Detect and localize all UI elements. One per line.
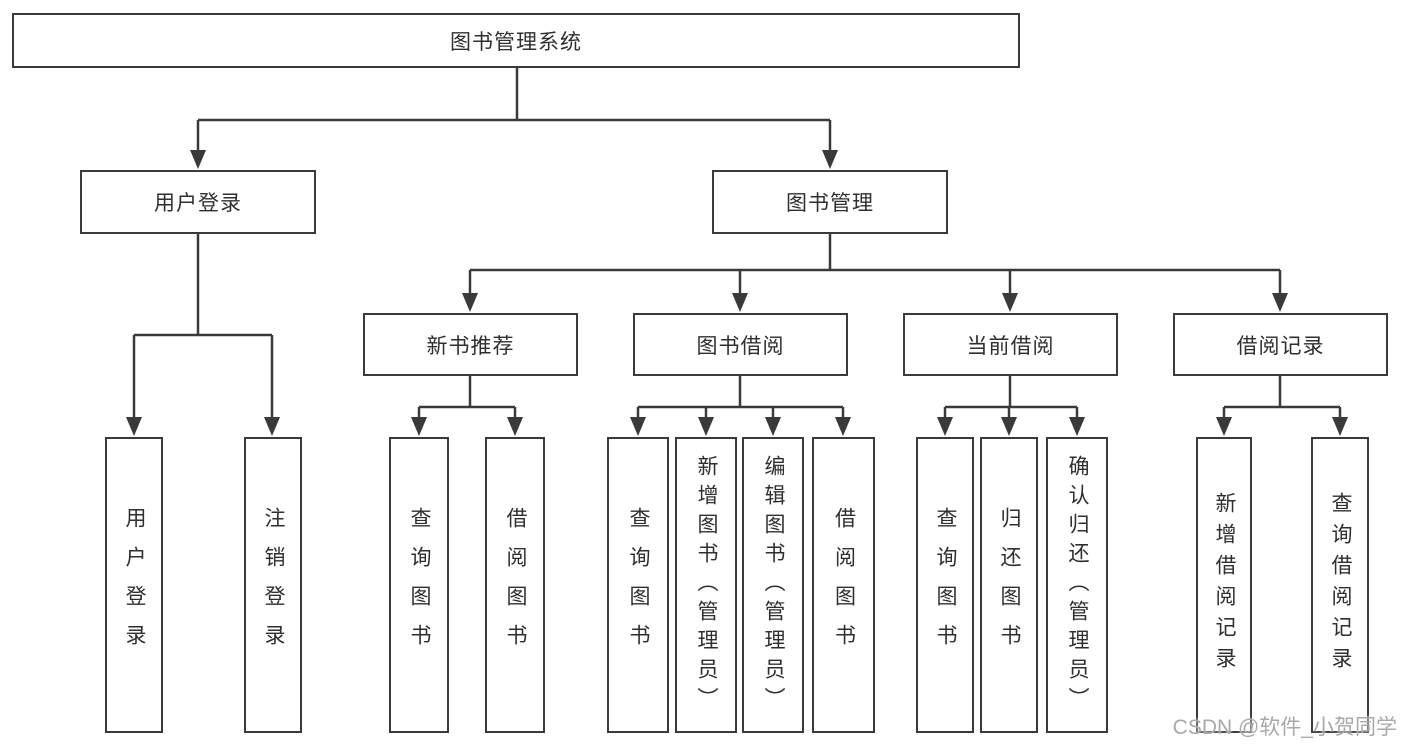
leaf-query-books-borrow: 查询图书 <box>607 437 669 733</box>
leaf-return-books: 归还图书 <box>980 437 1038 733</box>
node-label: 用户登录 <box>154 192 242 215</box>
leaf-label: 用户登录 <box>123 507 146 663</box>
node-user-login: 用户登录 <box>80 170 316 234</box>
leaf-label: 确认归还（管理员） <box>1066 454 1089 716</box>
node-current-borrowing: 当前借阅 <box>903 313 1118 376</box>
leaf-label: 查询图书 <box>408 507 431 663</box>
node-book-borrowing: 图书借阅 <box>633 313 848 376</box>
leaf-label: 查询图书 <box>934 507 957 663</box>
leaf-logout: 注销登录 <box>244 437 302 733</box>
node-label: 图书管理系统 <box>450 30 582 54</box>
node-label: 借阅记录 <box>1236 334 1325 358</box>
leaf-label: 查询图书 <box>627 507 650 663</box>
watermark: CSDN @软件_小贺同学 <box>1172 716 1397 739</box>
node-new-book-recommend: 新书推荐 <box>363 313 578 376</box>
leaf-add-books-admin: 新增图书（管理员） <box>675 437 737 733</box>
leaf-add-borrow-record: 新增借阅记录 <box>1196 437 1252 733</box>
leaf-query-books-current: 查询图书 <box>916 437 974 733</box>
leaf-label: 借阅图书 <box>504 507 527 663</box>
leaf-query-books-recommend: 查询图书 <box>389 437 449 733</box>
node-label: 当前借阅 <box>966 334 1055 358</box>
leaf-edit-books-admin: 编辑图书（管理员） <box>742 437 804 733</box>
leaf-confirm-return-admin: 确认归还（管理员） <box>1046 437 1108 733</box>
leaf-label: 查询借阅记录 <box>1329 492 1352 678</box>
leaf-borrow-books-recommend: 借阅图书 <box>485 437 545 733</box>
node-library-system: 图书管理系统 <box>12 13 1020 68</box>
node-book-management: 图书管理 <box>712 170 948 234</box>
leaf-label: 借阅图书 <box>832 507 856 663</box>
leaf-label: 归还图书 <box>998 507 1021 663</box>
leaf-user-login: 用户登录 <box>105 437 163 733</box>
leaf-label: 新增图书（管理员） <box>695 454 718 716</box>
node-label: 图书管理 <box>786 192 874 215</box>
leaf-label: 新增借阅记录 <box>1213 492 1236 678</box>
node-label: 新书推荐 <box>426 334 515 358</box>
node-label: 图书借阅 <box>696 334 785 358</box>
leaf-label: 注销登录 <box>262 507 285 663</box>
leaf-query-borrow-record: 查询借阅记录 <box>1311 437 1369 733</box>
node-borrowing-records: 借阅记录 <box>1173 313 1388 376</box>
leaf-borrow-books: 借阅图书 <box>812 437 875 733</box>
leaf-label: 编辑图书（管理员） <box>762 454 785 716</box>
